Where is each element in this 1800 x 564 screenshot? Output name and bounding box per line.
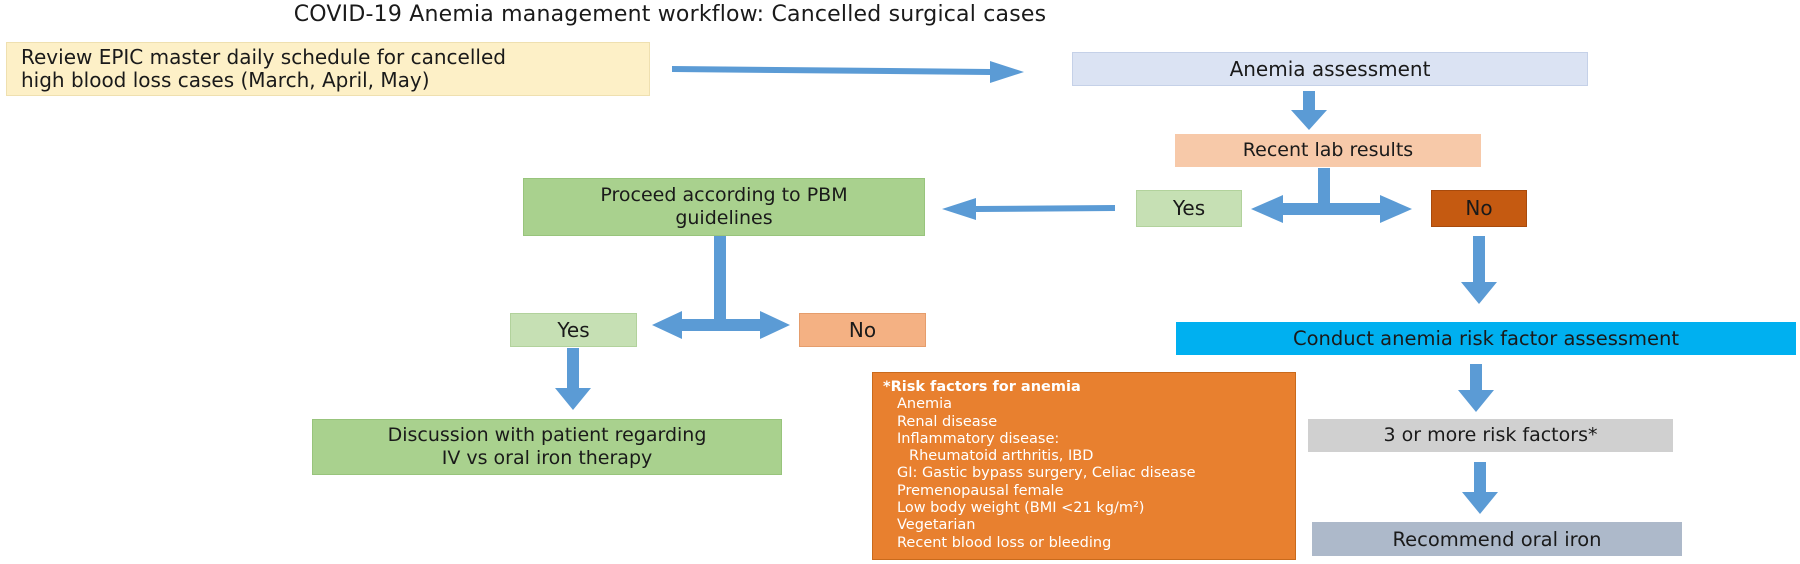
risk-factor-item: Anemia: [897, 396, 953, 413]
arrow-assessment-to-lab: [1291, 91, 1327, 130]
risk-factor-item: Inflammatory disease:: [897, 430, 1060, 447]
risk-factor-item: Renal disease: [897, 413, 998, 430]
risk-factor-subitem: Rheumatoid arthritis, IBD: [909, 448, 1094, 465]
anemia-assessment-box: Anemia assessment: [1072, 52, 1588, 86]
arrow-yes-to-proceed: [942, 198, 1115, 220]
arrow-conduct-to-three: [1458, 364, 1494, 412]
recommend-oral-iron-box: Recommend oral iron: [1312, 522, 1682, 556]
three-risk-factors-box: 3 or more risk factors*: [1308, 419, 1673, 452]
conduct-risk-assessment-box: Conduct anemia risk factor assessment: [1176, 322, 1796, 355]
no-left-box: No: [799, 313, 926, 347]
arrow-three-to-recommend: [1462, 462, 1498, 514]
risk-factor-item: Vegetarian: [897, 517, 976, 534]
risk-factors-box: *Risk factors for anemia Anemia Renal di…: [872, 372, 1296, 560]
arrow-proceed-split: [652, 236, 790, 339]
review-line-2: high blood loss cases (March, April, May…: [21, 68, 430, 92]
discussion-line-2: IV vs oral iron therapy: [441, 447, 653, 469]
review-line-1: Review EPIC master daily schedule for ca…: [21, 45, 506, 69]
yes-right-box: Yes: [1136, 190, 1242, 227]
proceed-line-2: guidelines: [675, 207, 773, 229]
arrow-yes-to-discussion: [555, 348, 591, 410]
risk-factor-item: Low body weight (BMI <21 kg/m²): [897, 500, 1145, 517]
diagram-title: COVID-19 Anemia management workflow: Can…: [293, 2, 1047, 27]
no-right-box: No: [1431, 190, 1527, 227]
risk-factor-item: GI: Gastic bypass surgery, Celiac diseas…: [897, 465, 1196, 482]
discussion-box: Discussion with patient regarding IV vs …: [312, 419, 782, 475]
arrow-no-to-conduct: [1461, 236, 1497, 304]
risk-factors-heading: *Risk factors for anemia: [883, 379, 1081, 395]
discussion-line-1: Discussion with patient regarding: [387, 424, 707, 446]
proceed-line-1: Proceed according to PBM: [600, 184, 848, 206]
recent-lab-results-box: Recent lab results: [1175, 134, 1481, 167]
proceed-pbm-box: Proceed according to PBM guidelines: [523, 178, 925, 236]
arrow-lab-split: [1251, 168, 1412, 223]
risk-factor-item: Recent blood loss or bleeding: [897, 534, 1112, 551]
arrow-review-to-assessment: [672, 61, 1024, 83]
yes-left-box: Yes: [510, 313, 637, 347]
risk-factor-item: Premenopausal female: [897, 482, 1064, 499]
review-schedule-box: Review EPIC master daily schedule for ca…: [6, 42, 650, 96]
